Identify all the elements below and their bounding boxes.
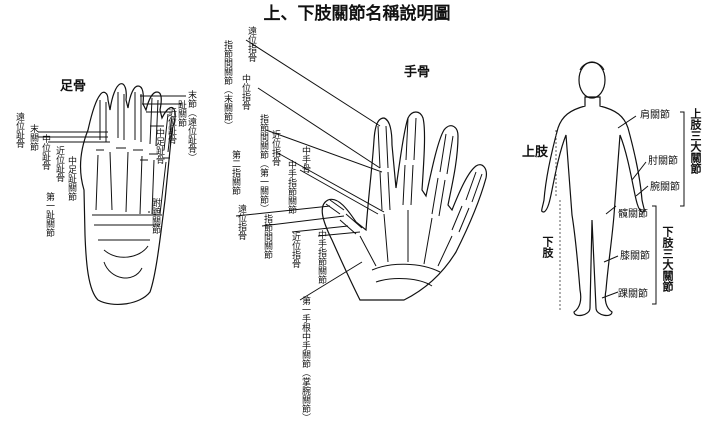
lower-brace [652, 205, 657, 305]
label-hand-proximal-phalanx: 近位指骨 [270, 130, 280, 166]
label-hand-metacarpal: 中手骨 [300, 146, 310, 173]
label-foot-end-joint: 末關節 [28, 124, 38, 151]
foot-illustration [38, 83, 186, 306]
diagram-title: 上、下肢關節名稱說明圖 [263, 4, 451, 24]
label-foot-end-joint-distal: 末節（遠位趾骨） [186, 90, 196, 162]
upper-joint-leaders [617, 115, 649, 197]
hand-heading: 手骨 [404, 65, 431, 80]
label-shoulder: 肩關節 [640, 110, 670, 121]
foot-leader-left [38, 131, 110, 143]
label-upper-three-joints: 上肢三大關節 [689, 108, 702, 174]
carpal-bones [371, 263, 441, 287]
label-hip: 髖關節 [618, 209, 648, 220]
label-foot-first-toe-joint: 第一趾關節 [44, 192, 54, 237]
label-hand-first-cmc: 第一手根中手關節（掌腕關節） [300, 296, 310, 422]
label-hand-mcp-thumb: 中手指節關節 [316, 230, 326, 284]
foot-outline [79, 83, 176, 306]
label-lower-limb: 下肢 [541, 236, 554, 258]
thumb-bones [325, 199, 363, 235]
label-foot-metatarsal: 中足趾骨 [154, 128, 164, 164]
tarsal-bones [92, 214, 162, 258]
label-hand-dip-joint: 指節間關節（末關節） [222, 40, 232, 130]
little-bones [451, 171, 483, 233]
label-hand-second-joint: 第二指關節 [230, 150, 240, 195]
metatarsal-heads [96, 147, 170, 159]
label-foot-middle-phalanx: 中位趾骨 [40, 134, 50, 170]
label-ankle: 踝關節 [618, 289, 648, 300]
calcaneus [103, 261, 143, 279]
hair-line [579, 62, 605, 71]
ring-bones [431, 133, 454, 217]
middle-bones [402, 117, 417, 206]
label-foot-tarsometatarsal: 跗蹠關節 [150, 198, 160, 234]
hand-illustration [235, 39, 487, 301]
label-elbow: 肘關節 [648, 156, 678, 167]
hand-leader-left [245, 39, 385, 213]
upper-brace [680, 111, 685, 207]
body-outline [541, 96, 645, 317]
index-bones [377, 125, 391, 211]
foot-leader-right [140, 95, 186, 127]
metacarpals [359, 210, 453, 267]
hand-outline [321, 111, 487, 301]
toe5-bones [163, 113, 173, 153]
label-knee: 膝關節 [620, 251, 650, 262]
toe2-bones [117, 92, 125, 140]
label-hand-distal-phalanx-thumb: 遠位指骨 [236, 204, 246, 240]
toe1-bones [99, 100, 107, 142]
foot-leader-mid [140, 159, 150, 213]
foot-heading: 足骨 [60, 79, 87, 94]
label-hand-metacarpophalangeal: 中手指節關節 [286, 160, 296, 214]
label-hand-distal-phalanx: 遠位指骨 [246, 26, 256, 62]
label-foot-proximal-phalanx: 近位趾骨 [54, 146, 64, 182]
lower-joint-leaders [601, 205, 619, 299]
label-foot-proximal-phalanx-right: 近位趾骨 [166, 108, 176, 144]
toe4-bones [149, 97, 159, 147]
toe3-bones [134, 92, 142, 142]
label-foot-distal-phalanx: 遠位趾骨 [14, 112, 24, 148]
label-hand-ip-joint-thumb: 指節間關節 [262, 214, 272, 259]
hand-leader-thumb [235, 169, 379, 301]
label-wrist: 腕關節 [650, 182, 680, 193]
label-hand-proximal-phalanx-thumb: 近位指骨 [290, 232, 300, 268]
body-illustration [541, 61, 685, 317]
label-foot-mtp-joint: 中足趾關節 [66, 156, 76, 201]
label-upper-limb: 上肢 [522, 145, 549, 160]
head [578, 61, 606, 99]
label-foot-toe-joint: 趾關節 [176, 100, 186, 127]
metatarsal-shafts [95, 151, 167, 215]
label-hand-pip-joint: 指節間關節（第一關節） [258, 114, 268, 213]
label-hand-middle-phalanx: 中位指骨 [240, 74, 250, 110]
label-lower-three-joints: 下肢三大關節 [661, 226, 674, 292]
